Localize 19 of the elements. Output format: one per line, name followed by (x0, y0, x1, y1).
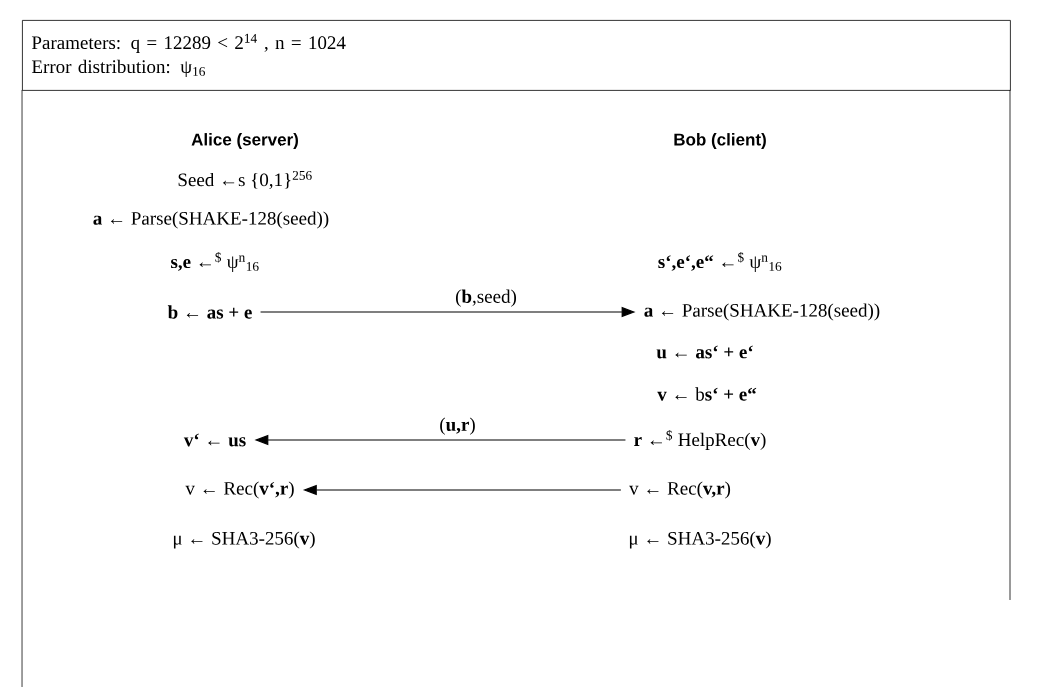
equation-text: b ← as + e (167, 305, 252, 319)
equation-text: a ← Parse(SHAKE-128(seed)) (93, 211, 329, 229)
edge-label: (u,r) (438, 416, 477, 436)
party-heading: Bob (client) (674, 133, 766, 149)
equation-text: v ← Rec(v‘,r) (185, 481, 294, 499)
equation-text: v‘ ← us (183, 433, 246, 447)
equation-text: s,e ←$^{$}$ ψ$^{n}$16 (171, 252, 259, 272)
edge-label: (b,seed) (454, 288, 518, 308)
equation-text: u ← as‘ + e‘ (656, 345, 753, 359)
equation-text: μ ← SHA3-256(v) (629, 531, 771, 549)
equation-text: Seed ←s {0,1}$^{256}$ (178, 171, 312, 189)
parameter-box: Parameters: q = 12289 < 2$^{14}$ , n = 1024 Error distribution: ψ$_{16}$ (22, 20, 1011, 91)
equation-text: v ← Rec(v,r) (629, 481, 731, 499)
equation-text: a ← Parse(SHAKE-128(seed)) (644, 303, 880, 321)
equation-text: s‘,e‘,e“ ←$^{$}$ ψ$^{n}$16 (658, 252, 782, 272)
party-heading: Alice (server) (191, 133, 298, 149)
equation-text: μ ← SHA3-256(v) (173, 531, 315, 549)
equation-text: r ←$^{$}$ HelpRec(v) (634, 430, 766, 450)
equation-text: v ← bs‘ + e“ (657, 387, 757, 401)
